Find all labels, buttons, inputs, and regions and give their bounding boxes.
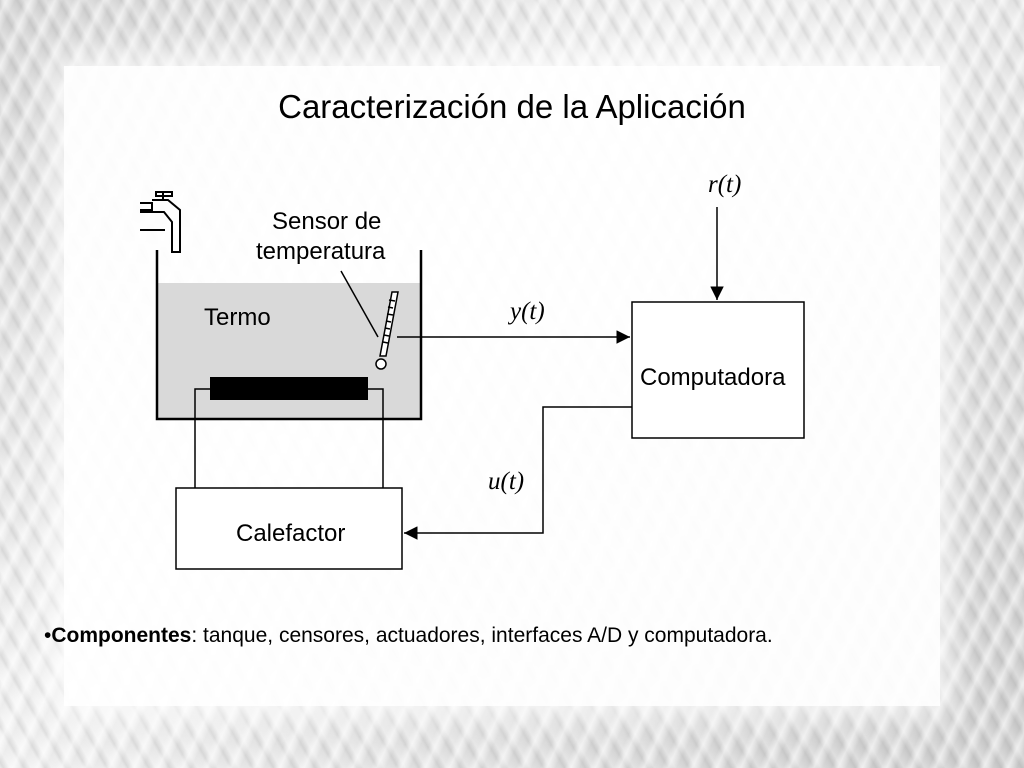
tank-walls: [155, 250, 423, 421]
heater-wire-left: [194, 388, 210, 488]
output-signal-label: y(t): [510, 298, 545, 325]
heater-wire-right: [368, 388, 384, 488]
bullet-text: : tanque, censores, actuadores, interfac…: [191, 624, 773, 647]
thermometer-icon: [375, 291, 399, 370]
heater-label: Calefactor: [236, 520, 346, 547]
heater-box: [175, 487, 403, 570]
control-signal-label: u(t): [488, 468, 525, 495]
bullet-marker: •: [44, 624, 52, 647]
faucet-icon: [140, 191, 181, 253]
sensor-label: Sensor de temperatura: [256, 207, 385, 267]
slide-title: Caracterización de la Aplicación: [278, 88, 746, 125]
computer-label: Computadora: [640, 364, 786, 391]
reference-signal-label: r(t): [708, 171, 742, 198]
heating-element: [210, 377, 368, 400]
control-signal-arrow: [404, 406, 632, 540]
sensor-label-line2: temperatura: [256, 238, 386, 265]
tank-label: Termo: [204, 304, 271, 331]
computer-box: [631, 301, 805, 439]
sensor-pointer-line: [340, 270, 379, 338]
bullet-term: Componentes: [51, 624, 192, 647]
components-bullet: •Componentes: tanque, censores, actuador…: [44, 624, 773, 648]
sensor-label-line1: Sensor de: [272, 208, 382, 235]
